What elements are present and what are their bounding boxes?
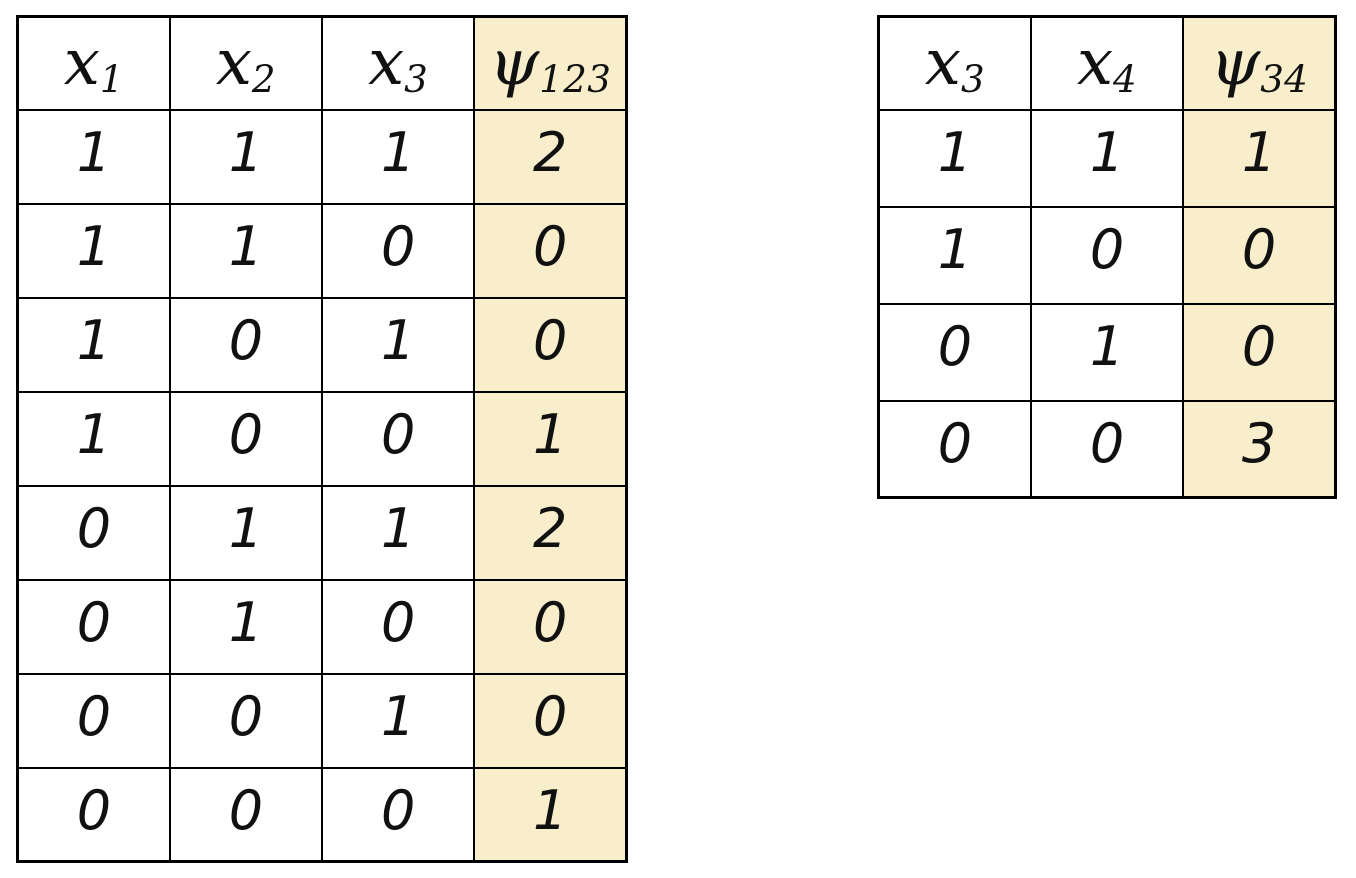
- cell-r5-c3: 1: [320, 484, 476, 581]
- header-cell-x-3: x3: [877, 15, 1032, 111]
- cell-r3-c3: 1: [320, 296, 476, 393]
- cell-r7-c1: 0: [16, 672, 171, 769]
- cell-r6-c3: 0: [320, 578, 476, 675]
- cell-r7-c3: 1: [320, 672, 476, 769]
- cell-r4-c3: 3: [1182, 399, 1337, 499]
- cell-r7-c4: 0: [473, 672, 628, 769]
- cell-r2-c4: 0: [473, 202, 628, 299]
- cell-r4-c1: 1: [16, 390, 171, 487]
- cell-r3-c1: 0: [877, 302, 1032, 402]
- variable-subscript: 123: [539, 58, 612, 102]
- header-cell-x-3: x3: [320, 15, 476, 111]
- header-cell-psi-123: ψ123: [473, 15, 628, 111]
- variable-subscript: 1: [99, 58, 124, 102]
- cell-r1-c2: 1: [168, 108, 324, 205]
- cell-r2-c2: 0: [1029, 205, 1185, 305]
- variable-symbol: x: [63, 26, 100, 101]
- header-cell-psi-34: ψ34: [1182, 15, 1337, 111]
- header-cell-x-4: x4: [1029, 15, 1185, 111]
- header-cell-x-2: x2: [168, 15, 324, 111]
- cell-r4-c2: 0: [1029, 399, 1185, 499]
- cell-r3-c2: 0: [168, 296, 324, 393]
- cell-r1-c1: 1: [16, 108, 171, 205]
- cell-r4-c2: 0: [168, 390, 324, 487]
- cell-r2-c2: 1: [168, 202, 324, 299]
- cell-r7-c2: 0: [168, 672, 324, 769]
- cell-r2-c3: 0: [320, 202, 476, 299]
- variable-subscript: 34: [1260, 58, 1309, 102]
- cell-r8-c1: 0: [16, 766, 171, 863]
- cell-r4-c1: 0: [877, 399, 1032, 499]
- cell-r1-c4: 2: [473, 108, 628, 205]
- variable-symbol: ψ: [1210, 26, 1261, 101]
- cell-r1-c3: 1: [1182, 108, 1337, 208]
- cell-r6-c2: 1: [168, 578, 324, 675]
- cell-r5-c2: 1: [168, 484, 324, 581]
- variable-symbol: x: [1076, 26, 1114, 101]
- cell-r4-c4: 1: [473, 390, 628, 487]
- cell-r3-c3: 0: [1182, 302, 1337, 402]
- variable-subscript: 4: [1113, 58, 1138, 102]
- variable-subscript: 3: [404, 58, 429, 102]
- cell-r2-c1: 1: [16, 202, 171, 299]
- variable-symbol: x: [924, 26, 961, 101]
- variable-symbol: x: [215, 26, 252, 101]
- cell-r8-c3: 0: [320, 766, 476, 863]
- cell-r3-c2: 1: [1029, 302, 1185, 402]
- cell-r6-c4: 0: [473, 578, 628, 675]
- cell-r8-c2: 0: [168, 766, 324, 863]
- cell-r3-c4: 0: [473, 296, 628, 393]
- header-cell-x-1: x1: [16, 15, 171, 111]
- cell-r1-c2: 1: [1029, 108, 1185, 208]
- variable-subscript: 2: [251, 58, 276, 102]
- cell-r4-c3: 0: [320, 390, 476, 487]
- cell-r6-c1: 0: [16, 578, 171, 675]
- variable-symbol: ψ: [489, 26, 540, 101]
- cell-r8-c4: 1: [473, 766, 628, 863]
- cell-r2-c1: 1: [877, 205, 1032, 305]
- variable-subscript: 3: [960, 58, 985, 102]
- cell-r5-c1: 0: [16, 484, 171, 581]
- cell-r1-c1: 1: [877, 108, 1032, 208]
- cell-r1-c3: 1: [320, 108, 476, 205]
- variable-symbol: x: [368, 26, 405, 101]
- cell-r5-c4: 2: [473, 484, 628, 581]
- cell-r2-c3: 0: [1182, 205, 1337, 305]
- cell-r3-c1: 1: [16, 296, 171, 393]
